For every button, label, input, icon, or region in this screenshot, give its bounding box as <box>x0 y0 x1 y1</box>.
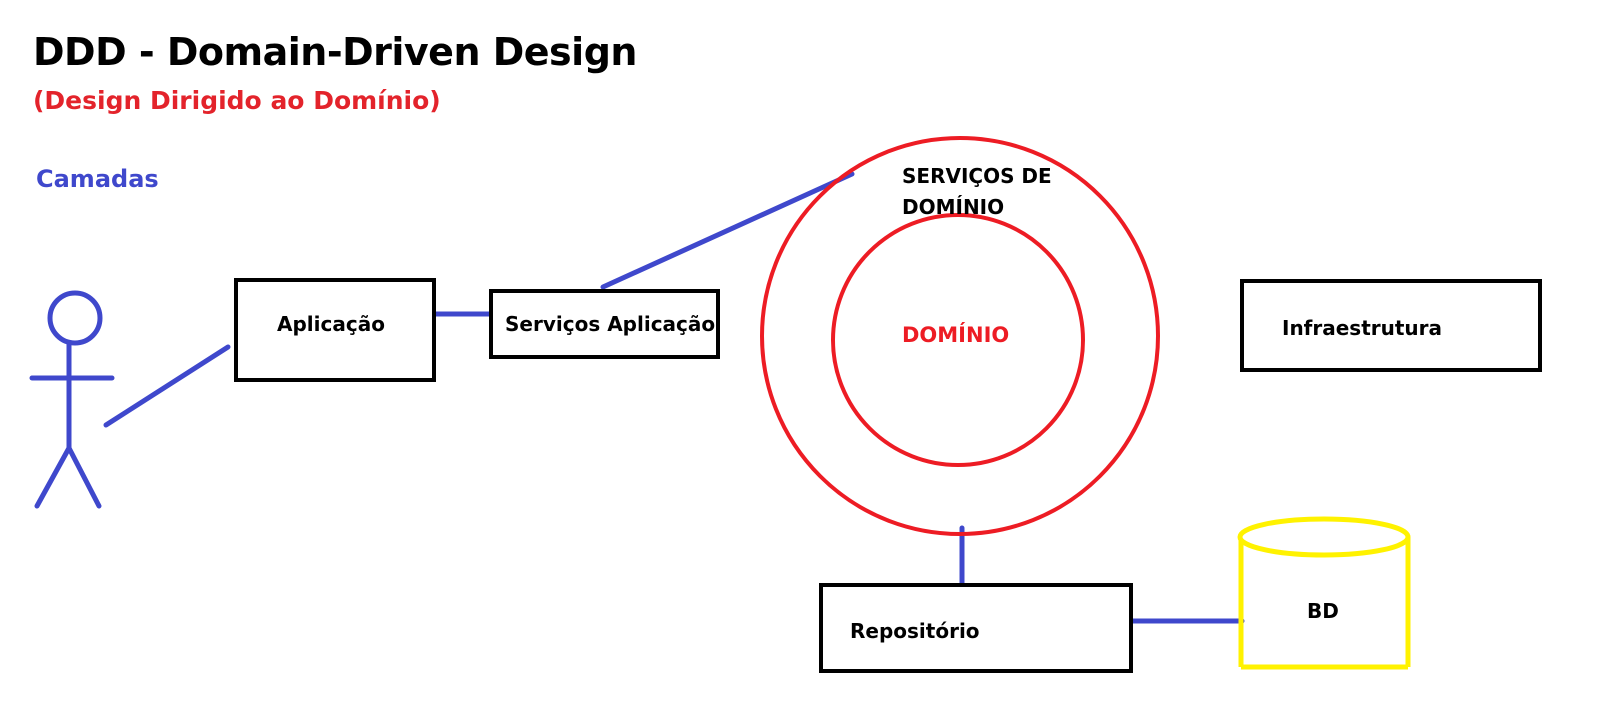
connector-servicos-dominio <box>600 171 855 290</box>
infraestrutura-box <box>1240 279 1542 372</box>
database-cylinder <box>1237 516 1411 670</box>
domain-rings <box>760 136 1160 536</box>
repositorio-box <box>819 583 1133 673</box>
layer-boxes <box>234 278 1542 673</box>
connector-actor-aplicacao <box>103 344 231 428</box>
dominio-core-ring <box>831 213 1085 467</box>
dominio-label: DOMÍNIO <box>902 323 1010 347</box>
servicos-dominio-label: SERVIÇOS DE DOMÍNIO <box>902 161 1052 223</box>
aplicacao-label: Aplicação <box>277 312 385 336</box>
layers-label: Camadas <box>36 165 159 193</box>
page-title: DDD - Domain-Driven Design <box>33 30 637 74</box>
actor-head <box>47 290 103 346</box>
servicos-dominio-label-line2: DOMÍNIO <box>902 195 1005 219</box>
repositorio-label: Repositório <box>850 619 980 643</box>
bd-label: BD <box>1307 599 1339 623</box>
actor-stick-figure <box>29 290 115 509</box>
servicos-dominio-label-line1: SERVIÇOS DE <box>902 164 1052 188</box>
servicos-aplicacao-box <box>489 289 720 359</box>
aplicacao-box <box>234 278 436 382</box>
database-top <box>1237 516 1411 558</box>
servicos-aplicacao-label: Serviços Aplicação <box>505 312 716 336</box>
actor-right-leg <box>66 445 102 509</box>
infraestrutura-label: Infraestrutura <box>1282 316 1443 340</box>
actor-left-leg <box>34 445 72 509</box>
connectors <box>103 171 1245 624</box>
servicos-dominio-ring <box>760 136 1160 536</box>
page-subtitle: (Design Dirigido ao Domínio) <box>33 86 441 115</box>
